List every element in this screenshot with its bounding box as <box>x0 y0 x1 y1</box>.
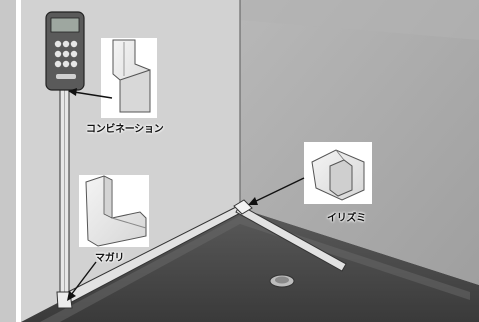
magari-label: マガリ <box>95 253 125 264</box>
left-strip-wall <box>0 0 16 322</box>
irizumi-inset <box>304 142 372 204</box>
combination-inset <box>101 38 157 118</box>
image-gap <box>16 0 21 322</box>
floor-drain-inner <box>275 276 289 284</box>
arrow-head-irizumi <box>248 197 258 205</box>
irizumi-label: イリズミ <box>327 213 366 224</box>
floor <box>21 208 479 322</box>
arrow-head-magari <box>67 291 76 301</box>
combination-label: コンビネーション <box>86 124 164 135</box>
floor-highlight <box>40 216 470 322</box>
magari-inset <box>79 175 149 247</box>
arrow-magari <box>70 261 97 296</box>
corner-piece-installed <box>233 199 253 215</box>
arrow-irizumi <box>253 177 305 203</box>
arrow-head-combination <box>68 88 77 96</box>
arrow-combination <box>73 91 113 99</box>
wall-shading <box>240 0 479 40</box>
remote-controller <box>45 11 85 91</box>
